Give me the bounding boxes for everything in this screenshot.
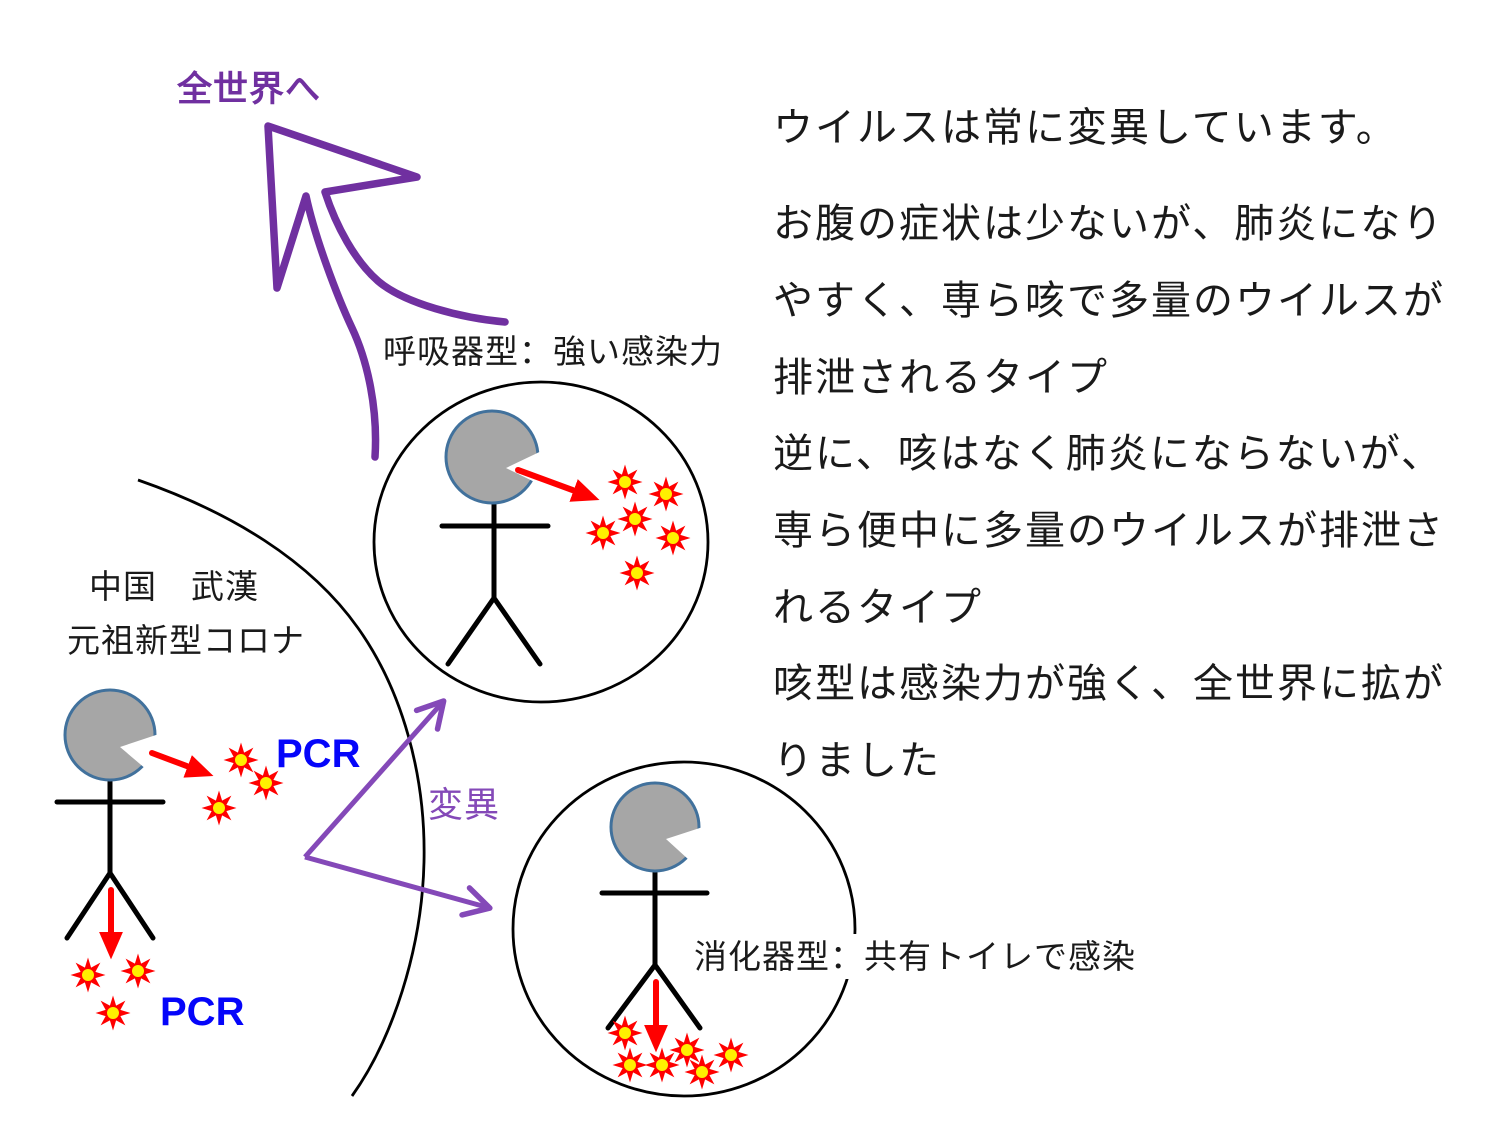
origin-label-line2: 元祖新型コロナ	[67, 622, 305, 659]
separator-curve	[137, 478, 426, 1097]
mutation-arrows	[303, 698, 493, 918]
virus-particle-core	[235, 754, 247, 766]
digestive-figure-icon	[599, 781, 710, 1053]
pcr-mouth-label: PCR	[276, 732, 361, 776]
paragraph-4: 咳型は感染力が強く、全世界に拡が りました	[773, 646, 1473, 800]
text-line: ウイルスは常に変異しています。	[773, 106, 1398, 150]
paragraph-3: 逆に、咳はなく肺炎にならないが、 専ら便中に多量のウイルスが排泄さ れるタイプ	[773, 416, 1473, 647]
paragraph-1: ウイルスは常に変異しています。	[773, 90, 1473, 167]
origin-figure-icon	[54, 688, 214, 960]
to-world-arrow	[264, 122, 509, 461]
virus-particle-core	[696, 1066, 708, 1078]
origin-label-line1: 中国 武漢	[89, 568, 259, 605]
text-line: れるタイプ	[773, 586, 983, 630]
virus-particle-core	[619, 1027, 631, 1039]
virus-exhale-arrow	[515, 467, 600, 502]
text-line: お腹の症状は少ないが、肺炎になり	[773, 202, 1445, 246]
mutation-label: 変異	[428, 786, 501, 825]
virus-cluster-origin-mouth-icon	[201, 742, 284, 826]
virus-particle-core	[132, 965, 144, 977]
virus-particle-core	[619, 476, 631, 488]
text-line: やすく、専ら咳で多量のウイルスが	[773, 279, 1445, 323]
digestive-circle	[511, 760, 857, 1098]
virus-particle-core	[631, 567, 643, 579]
text-line: 排泄されるタイプ	[773, 356, 1109, 400]
virus-particle-core	[260, 777, 272, 789]
virus-particle-core	[725, 1049, 737, 1061]
virus-particle-core	[213, 802, 225, 814]
paragraph-2: お腹の症状は少ないが、肺炎になり やすく、専ら咳で多量のウイルスが 排泄されるタ…	[773, 186, 1473, 417]
digestive-label: 消化器型：共有トイレで感染	[690, 934, 1140, 980]
virus-particle-core	[624, 1059, 636, 1071]
respiratory-figure-icon	[439, 409, 600, 667]
text-line: 専ら便中に多量のウイルスが排泄さ	[773, 509, 1445, 553]
text-line: 咳型は感染力が強く、全世界に拡が	[773, 662, 1445, 706]
respiratory-circle	[372, 380, 710, 704]
virus-particle-core	[629, 513, 641, 525]
virus-particle-core	[660, 488, 672, 500]
virus-cluster-origin-stool-icon	[70, 953, 156, 1031]
virus-cluster-digestive-icon	[607, 1015, 749, 1090]
virus-particle-core	[597, 527, 609, 539]
virus-particle-core	[82, 969, 94, 981]
virus-exhale-arrow	[149, 750, 214, 778]
virus-particle-core	[681, 1044, 693, 1056]
virus-particle-core	[107, 1007, 119, 1019]
virus-particle-core	[656, 1059, 668, 1071]
text-line: 逆に、咳はなく肺炎にならないが、	[773, 432, 1443, 476]
to-world-title: 全世界へ	[177, 70, 322, 109]
virus-particle-core	[667, 532, 679, 544]
pcr-stool-label: PCR	[160, 990, 245, 1034]
respiratory-label: 呼吸器型：強い感染力	[383, 333, 723, 370]
virus-cluster-respiratory-icon	[585, 464, 691, 591]
text-line: りました	[773, 739, 941, 783]
